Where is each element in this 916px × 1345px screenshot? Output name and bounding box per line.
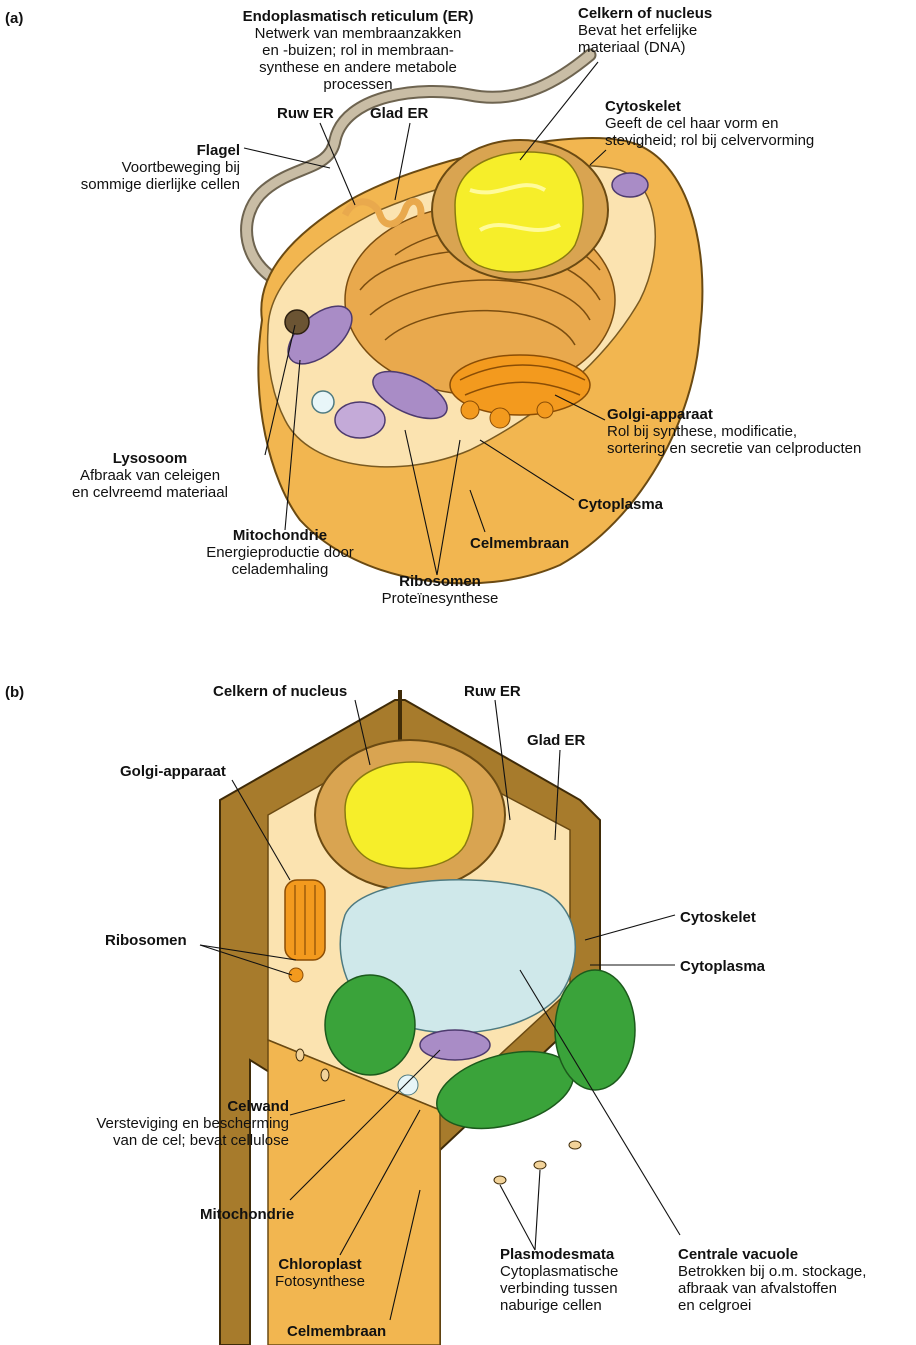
label-golgi: Golgi-apparaat Rol bij synthese, modific… (607, 406, 907, 457)
label-ribo-title: Ribosomen (360, 573, 520, 590)
label-b-vacuole-desc-3: en celgroei (678, 1297, 913, 1314)
label-golgi-desc-1: Rol bij synthese, modificatie, (607, 423, 907, 440)
label-b-plasmo-title: Plasmodesmata (500, 1246, 670, 1263)
label-er: Endoplasmatisch reticulum (ER) Netwerk v… (228, 8, 488, 93)
label-b-cytoskelet-text: Cytoskelet (680, 909, 756, 926)
label-er-desc-3: synthese en andere metabole (228, 59, 488, 76)
label-b-chloro-title: Chloroplast (255, 1256, 385, 1273)
label-ruw-er-text: Ruw ER (277, 105, 334, 122)
label-b-plasmo-desc-3: naburige cellen (500, 1297, 670, 1314)
label-mito-title: Mitochondrie (180, 527, 380, 544)
label-b-golgi-text: Golgi-apparaat (120, 763, 226, 780)
label-b-cytoplasma: Cytoplasma (680, 958, 765, 975)
label-b-golgi: Golgi-apparaat (120, 763, 226, 780)
label-nucleus-desc-1: Bevat het erfelijke (578, 22, 778, 39)
label-nucleus-title: Celkern of nucleus (578, 5, 778, 22)
label-cytoskelet-desc-1: Geeft de cel haar vorm en (605, 115, 905, 132)
label-b-ruw-er-text: Ruw ER (464, 683, 521, 700)
label-nucleus-desc-2: materiaal (DNA) (578, 39, 778, 56)
label-b-celwand-desc-1: Versteviging en bescherming (15, 1115, 289, 1132)
label-b-glad-er-text: Glad ER (527, 732, 585, 749)
label-mito-desc-2: celademhaling (180, 561, 380, 578)
label-b-glad-er: Glad ER (527, 732, 585, 749)
label-b-nucleus-text: Celkern of nucleus (213, 683, 347, 700)
label-b-mito-text: Mitochondrie (200, 1206, 294, 1223)
label-b-celmembraan-text: Celmembraan (287, 1323, 386, 1340)
label-flagel-title: Flagel (40, 142, 240, 159)
label-b-vacuole-desc-2: afbraak van afvalstoffen (678, 1280, 913, 1297)
label-b-vacuole-title: Centrale vacuole (678, 1246, 913, 1263)
label-cytoskelet-title: Cytoskelet (605, 98, 905, 115)
label-b-plasmodesmata: Plasmodesmata Cytoplasmatische verbindin… (500, 1246, 670, 1314)
label-lysosoom: Lysosoom Afbraak van celeigen en celvree… (40, 450, 260, 501)
label-flagel-desc-2: sommige dierlijke cellen (40, 176, 240, 193)
label-glad-er-text: Glad ER (370, 105, 428, 122)
label-b-ribosomen-text: Ribosomen (105, 932, 187, 949)
label-b-chloro-desc: Fotosynthese (255, 1273, 385, 1290)
label-b-celwand-desc-2: van de cel; bevat cellulose (15, 1132, 289, 1149)
label-ribosomen: Ribosomen Proteïnesynthese (360, 573, 520, 607)
label-b-plasmo-desc-2: verbinding tussen (500, 1280, 670, 1297)
label-flagel-desc-1: Voortbeweging bij (40, 159, 240, 176)
label-nucleus: Celkern of nucleus Bevat het erfelijke m… (578, 5, 778, 56)
label-flagel: Flagel Voortbeweging bij sommige dierlij… (40, 142, 240, 193)
panel-b-tag: (b) (5, 684, 24, 701)
label-lysosoom-desc-2: en celvreemd materiaal (40, 484, 260, 501)
plant-mitochondrion (420, 1030, 490, 1060)
label-mitochondrie: Mitochondrie Energieproductie door celad… (180, 527, 380, 578)
label-mito-desc-1: Energieproductie door (180, 544, 380, 561)
label-lysosoom-title: Lysosoom (40, 450, 260, 467)
lysosome (285, 310, 309, 334)
label-cytoplasma: Cytoplasma (578, 496, 663, 513)
plant-nucleus (345, 762, 473, 868)
label-er-title: Endoplasmatisch reticulum (ER) (228, 8, 488, 25)
label-er-desc-1: Netwerk van membraanzakken (228, 25, 488, 42)
label-b-celmembraan: Celmembraan (287, 1323, 386, 1340)
label-b-plasmo-desc-1: Cytoplasmatische (500, 1263, 670, 1280)
label-lysosoom-desc-1: Afbraak van celeigen (40, 467, 260, 484)
label-b-celwand-title: Celwand (15, 1098, 289, 1115)
label-b-cytoskelet: Cytoskelet (680, 909, 756, 926)
label-b-ribosomen: Ribosomen (105, 932, 187, 949)
label-golgi-title: Golgi-apparaat (607, 406, 907, 423)
label-ruw-er: Ruw ER (277, 105, 334, 122)
label-celmembraan: Celmembraan (470, 535, 569, 552)
label-b-cytoplasma-text: Cytoplasma (680, 958, 765, 975)
label-glad-er: Glad ER (370, 105, 428, 122)
label-golgi-desc-2: sortering en secretie van celproducten (607, 440, 907, 457)
panel-a-tag: (a) (5, 10, 23, 27)
label-b-nucleus: Celkern of nucleus (213, 683, 347, 700)
label-b-chloroplast: Chloroplast Fotosynthese (255, 1256, 385, 1290)
label-b-vacuole: Centrale vacuole Betrokken bij o.m. stoc… (678, 1246, 913, 1314)
plant-golgi (285, 880, 325, 960)
label-cytoplasma-text: Cytoplasma (578, 496, 663, 513)
label-b-vacuole-desc-1: Betrokken bij o.m. stockage, (678, 1263, 913, 1280)
label-cytoskelet-desc-2: stevigheid; rol bij celvervorming (605, 132, 905, 149)
label-b-mito: Mitochondrie (200, 1206, 294, 1223)
label-ribo-desc: Proteïnesynthese (360, 590, 520, 607)
label-celmembraan-text: Celmembraan (470, 535, 569, 552)
label-er-desc-4: processen (228, 76, 488, 93)
label-b-celwand: Celwand Versteviging en bescherming van … (15, 1098, 289, 1149)
label-cytoskelet: Cytoskelet Geeft de cel haar vorm en ste… (605, 98, 905, 149)
label-b-ruw-er: Ruw ER (464, 683, 521, 700)
label-er-desc-2: en -buizen; rol in membraan- (228, 42, 488, 59)
nucleus (455, 152, 583, 272)
